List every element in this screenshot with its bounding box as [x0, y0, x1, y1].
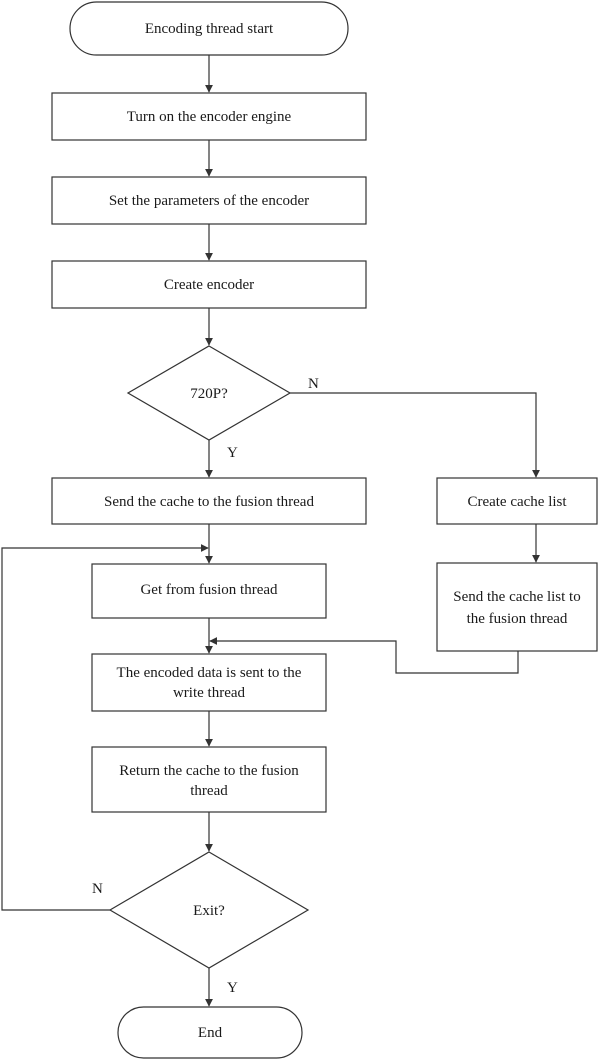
end-terminal-shape [117, 1006, 303, 1059]
encoded-data-sent-box [91, 653, 327, 712]
set-parameters-step: Set the parameters of the encoder [51, 176, 367, 225]
start-label: Encoding thread start [145, 21, 274, 37]
send-cache-list-step: Send the cache list to the fusion thread [436, 562, 598, 652]
encoded-data-sent-step: The encoded data is sent to the write th… [91, 653, 327, 712]
return-cache-label-line1: Return the cache to the fusion [119, 763, 299, 779]
end-terminal: End [117, 1006, 303, 1059]
turn-on-engine-step: Turn on the encoder engine [51, 92, 367, 141]
return-cache-step: Return the cache to the fusion thread [91, 746, 327, 813]
decision-720p-label: 720P? [190, 386, 228, 402]
decision-exit: Exit? [108, 851, 310, 969]
create-encoder-box [51, 260, 367, 309]
send-cache-list-box [436, 562, 598, 652]
label-720p-yes: Y [227, 445, 238, 461]
send-cache-to-fusion-step: Send the cache to the fusion thread [51, 477, 367, 525]
decision-720p: 720P? [126, 345, 292, 441]
send-cache-list-label-line1: Send the cache list to [453, 589, 580, 605]
send-cache-list-label-line2: the fusion thread [467, 611, 568, 627]
turn-on-engine-label: Turn on the encoder engine [127, 109, 292, 125]
end-label: End [198, 1025, 223, 1041]
create-cache-list-step: Create cache list [436, 477, 598, 525]
return-cache-label-line2: thread [190, 783, 228, 799]
create-encoder-label: Create encoder [164, 277, 254, 293]
get-from-fusion-box [91, 563, 327, 619]
encoded-data-sent-label-line1: The encoded data is sent to the [117, 665, 302, 681]
label-exit-yes: Y [227, 980, 238, 996]
create-cache-list-label: Create cache list [467, 494, 567, 510]
get-from-fusion-label: Get from fusion thread [140, 582, 278, 598]
set-parameters-label: Set the parameters of the encoder [109, 193, 309, 209]
create-encoder-step: Create encoder [51, 260, 367, 309]
get-from-fusion-step: Get from fusion thread [91, 563, 327, 619]
create-cache-list-box [436, 477, 598, 525]
encoded-data-sent-label-line2: write thread [173, 685, 246, 701]
label-exit-no: N [92, 881, 103, 897]
return-cache-box [91, 746, 327, 813]
turn-on-engine-box [51, 92, 367, 141]
label-720p-no: N [308, 376, 319, 392]
edge-send-list-merge [209, 637, 519, 674]
send-cache-to-fusion-label: Send the cache to the fusion thread [104, 494, 314, 510]
set-parameters-box [51, 176, 367, 225]
edge-exit-no-loop [1, 544, 209, 911]
start-terminal: Encoding thread start [69, 1, 349, 56]
decision-exit-label: Exit? [193, 903, 225, 919]
edge-720p-no [290, 392, 540, 478]
